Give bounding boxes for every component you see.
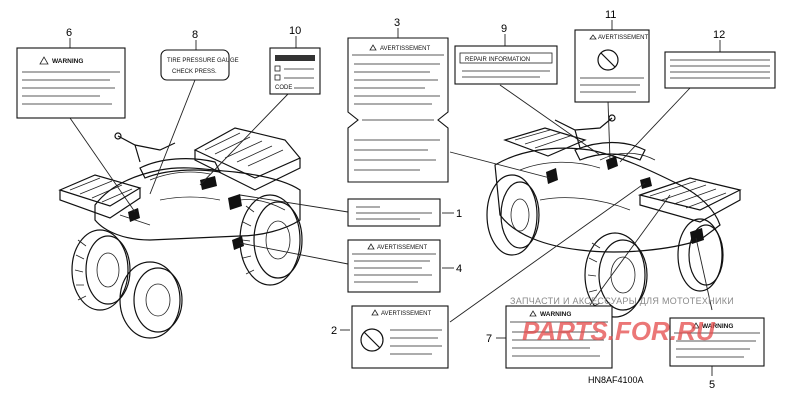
label-7-title: WARNING: [540, 311, 571, 318]
label-5-title: WARNING: [702, 323, 733, 330]
label-2-avertissement[interactable]: AVERTISSEMENT: [351, 305, 449, 369]
left-front-wheel: [71, 229, 131, 311]
callout-10: 10: [289, 25, 301, 37]
callout-9: 9: [501, 23, 507, 35]
callout-3: 3: [394, 17, 400, 29]
callout-2: 2: [331, 325, 337, 337]
callout-4: 4: [456, 263, 462, 275]
label-1[interactable]: [347, 198, 441, 227]
callout-12: 12: [713, 29, 725, 41]
label-8-line1: TIRE PRESSURE GAUGE: [167, 58, 239, 64]
label-2-title: AVERTISSEMENT: [381, 311, 431, 317]
label-11-title: AVERTISSEMENT: [598, 35, 648, 41]
right-front-wheel: [486, 174, 540, 256]
leader-lines: [69, 20, 721, 376]
diagram-code: HN8AF4100A: [588, 375, 644, 385]
label-10-code-text: CODE: [275, 85, 292, 91]
label-5-warning[interactable]: WARNING: [669, 317, 765, 367]
label-3-title: AVERTISSEMENT: [380, 46, 430, 52]
label-9-repair-info[interactable]: REPAIR INFORMATION: [454, 45, 558, 85]
left-mid-wheel: [119, 261, 183, 339]
callout-7: 7: [486, 333, 492, 345]
label-9-title: REPAIR INFORMATION: [465, 57, 530, 63]
label-6-warning[interactable]: WARNING: [16, 47, 126, 119]
label-4-avertissement[interactable]: AVERTISSEMENT: [347, 239, 441, 293]
watermark: ЗАПЧАСТИ И АКСЕССУАРЫ ДЛЯ МОТОТЕХНИКИ PA…: [510, 296, 734, 346]
callout-8: 8: [192, 29, 198, 41]
label-6-title: WARNING: [52, 58, 83, 65]
label-8-line2: CHECK PRESS.: [172, 69, 217, 75]
left-rear-wheel: [239, 194, 303, 286]
label-12[interactable]: [664, 51, 776, 89]
callout-11: 11: [605, 9, 616, 21]
watermark-logo: PARTS.FOR.RU: [522, 316, 716, 346]
callout-5: 5: [709, 379, 715, 391]
atv-right-drawing: [486, 114, 742, 318]
label-11-avertissement[interactable]: AVERTISSEMENT: [574, 29, 650, 103]
label-8-tire-pressure[interactable]: TIRE PRESSURE GAUGE CHECK PRESS.: [160, 49, 239, 81]
right-rear-wheel: [584, 232, 648, 318]
callout-1: 1: [456, 208, 462, 220]
no-passenger-icon: [360, 328, 384, 352]
callout-numbers: 6 8 10 3 9 11 12 1 4 2 7 5: [66, 9, 725, 391]
label-4-title: AVERTISSEMENT: [377, 245, 427, 251]
no-rider-icon: [597, 49, 619, 71]
watermark-text: ЗАПЧАСТИ И АКСЕССУАРЫ ДЛЯ МОТОТЕХНИКИ: [510, 296, 734, 306]
label-3-avertissement[interactable]: AVERTISSEMENT: [347, 37, 449, 183]
callout-6: 6: [66, 27, 72, 39]
atv-left-drawing: [58, 127, 303, 339]
label-7-warning[interactable]: WARNING: [505, 305, 613, 369]
label-10-code[interactable]: CODE: [269, 47, 321, 95]
